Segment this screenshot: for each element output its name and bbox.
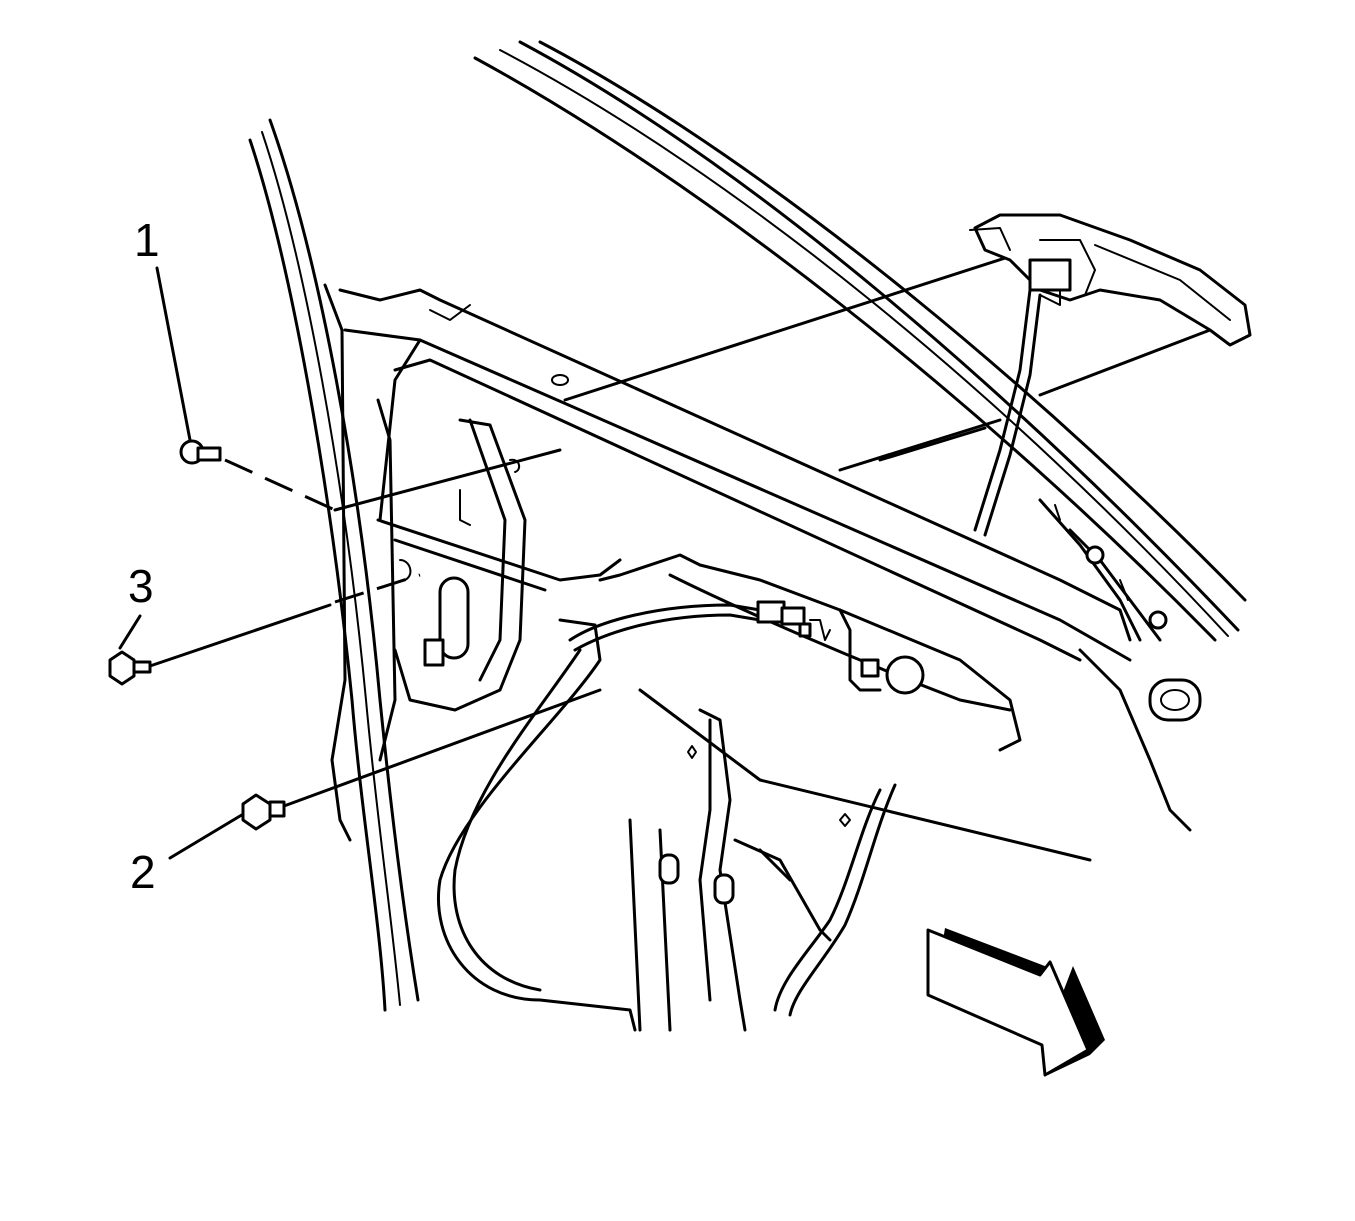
center-panel xyxy=(376,418,622,712)
front-direction-arrow-icon xyxy=(926,928,1105,1077)
bolt-3 xyxy=(108,650,152,686)
upper-right-bracket xyxy=(969,213,1252,537)
callout-2-label: 2 xyxy=(130,846,156,898)
callout-3: 3 xyxy=(108,560,421,686)
windshield-pillar xyxy=(473,40,1247,642)
right-side-panel xyxy=(1038,498,1202,722)
callout-1: 1 xyxy=(134,214,562,512)
ip-support-beam xyxy=(563,248,1212,472)
callout-3-label: 3 xyxy=(128,560,154,612)
callout-2: 2 xyxy=(130,688,602,898)
hinge-pillar xyxy=(248,118,420,1012)
nut-2 xyxy=(241,793,286,831)
lower-structure xyxy=(437,553,1192,1032)
bolt-1 xyxy=(179,439,222,465)
callout-1-label: 1 xyxy=(134,214,160,266)
wire-harness xyxy=(568,600,925,695)
cowl-crossmember xyxy=(338,288,1132,662)
